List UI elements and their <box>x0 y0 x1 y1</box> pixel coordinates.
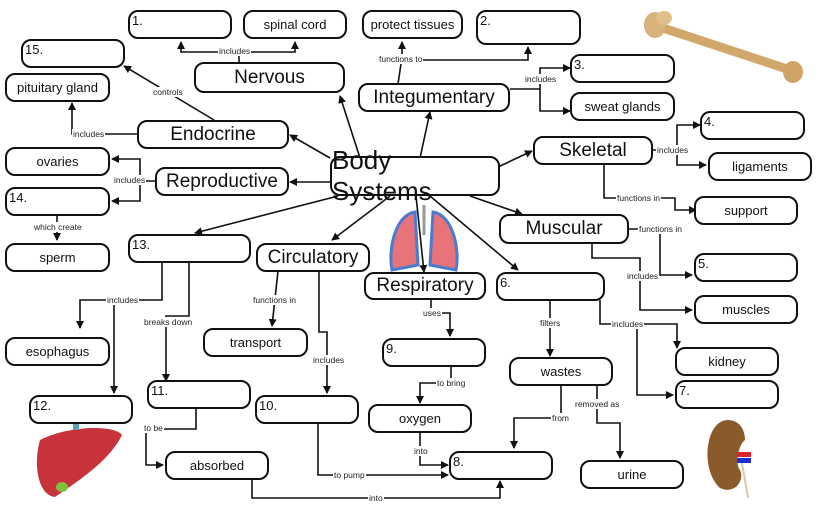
link-label: to pump <box>333 470 366 480</box>
concept-muscles: muscles <box>694 295 798 324</box>
answer-box-11[interactable]: 11. <box>147 380 251 409</box>
answer-box-8[interactable]: 8. <box>449 451 553 480</box>
link-label: includes <box>312 355 346 365</box>
link-label: which create <box>33 222 83 232</box>
link-label: includes <box>106 295 140 305</box>
concept-kidney: kidney <box>675 347 779 376</box>
system-circulatory: Circulatory <box>256 243 370 272</box>
concept-ligaments: ligaments <box>708 152 812 181</box>
system-nervous: Nervous <box>194 62 345 93</box>
link-label: to bring <box>436 378 467 388</box>
link-label: includes <box>113 175 147 185</box>
link-label: removed as <box>574 399 621 409</box>
link-label: includes <box>218 46 252 56</box>
answer-box-5[interactable]: 5. <box>694 253 798 282</box>
concept-transport: transport <box>203 328 308 357</box>
link-label: includes <box>656 145 690 155</box>
answer-box-4[interactable]: 4. <box>700 111 805 140</box>
system-muscular: Muscular <box>499 214 629 244</box>
liver-illustration <box>36 424 122 497</box>
link-label: into <box>368 493 384 503</box>
answer-box-13[interactable]: 13. <box>128 234 251 263</box>
link-label: functions to <box>378 54 424 64</box>
link-label: breaks down <box>143 317 194 327</box>
lungs-illustration <box>389 205 459 272</box>
system-reproductive: Reproductive <box>155 167 289 196</box>
concept-pituitary-gland: pituitary gland <box>5 73 110 102</box>
answer-box-9[interactable]: 9. <box>382 338 486 367</box>
concept-protect-tissues: protect tissues <box>362 10 463 39</box>
answer-box-10[interactable]: 10. <box>255 395 359 424</box>
link-label: functions in <box>252 295 297 305</box>
system-skeletal: Skeletal <box>533 136 653 165</box>
concept-ovaries: ovaries <box>5 147 110 176</box>
kidney-illustration <box>707 420 751 499</box>
link-label: includes <box>611 319 645 329</box>
link-label: functions in <box>616 193 661 203</box>
link-label: into <box>413 446 429 456</box>
answer-box-14[interactable]: 14. <box>5 187 110 216</box>
link-label: filters <box>539 318 562 328</box>
concept-spinal-cord: spinal cord <box>243 10 347 39</box>
answer-box-12[interactable]: 12. <box>29 395 133 424</box>
concept-support: support <box>694 196 798 225</box>
system-respiratory: Respiratory <box>364 272 486 300</box>
link-label: includes <box>72 129 106 139</box>
concept-wastes: wastes <box>509 357 613 386</box>
system-endocrine: Endocrine <box>137 120 289 149</box>
system-integumentary: Integumentary <box>358 83 510 112</box>
answer-box-3[interactable]: 3. <box>570 54 675 83</box>
concept-urine: urine <box>580 460 684 489</box>
answer-box-2[interactable]: 2. <box>476 10 581 45</box>
link-label: includes <box>626 271 660 281</box>
concept-sperm: sperm <box>5 243 110 272</box>
link-label: controls <box>152 87 184 97</box>
answer-box-7[interactable]: 7. <box>675 380 779 409</box>
concept-absorbed: absorbed <box>165 451 269 480</box>
answer-box-15[interactable]: 15. <box>21 39 125 68</box>
answer-box-6[interactable]: 6. <box>496 272 605 301</box>
concept-sweat-glands: sweat glands <box>570 92 675 121</box>
body-systems-root: Body Systems <box>330 145 500 206</box>
bone-illustration <box>644 11 803 83</box>
link-label: includes <box>524 74 558 84</box>
answer-box-1[interactable]: 1. <box>128 10 232 39</box>
link-label: functions in <box>638 224 683 234</box>
concept-esophagus: esophagus <box>5 337 110 366</box>
link-label: to be <box>143 423 164 433</box>
concept-oxygen: oxygen <box>368 404 472 433</box>
link-label: uses <box>422 308 442 318</box>
link-label: from <box>551 413 570 423</box>
